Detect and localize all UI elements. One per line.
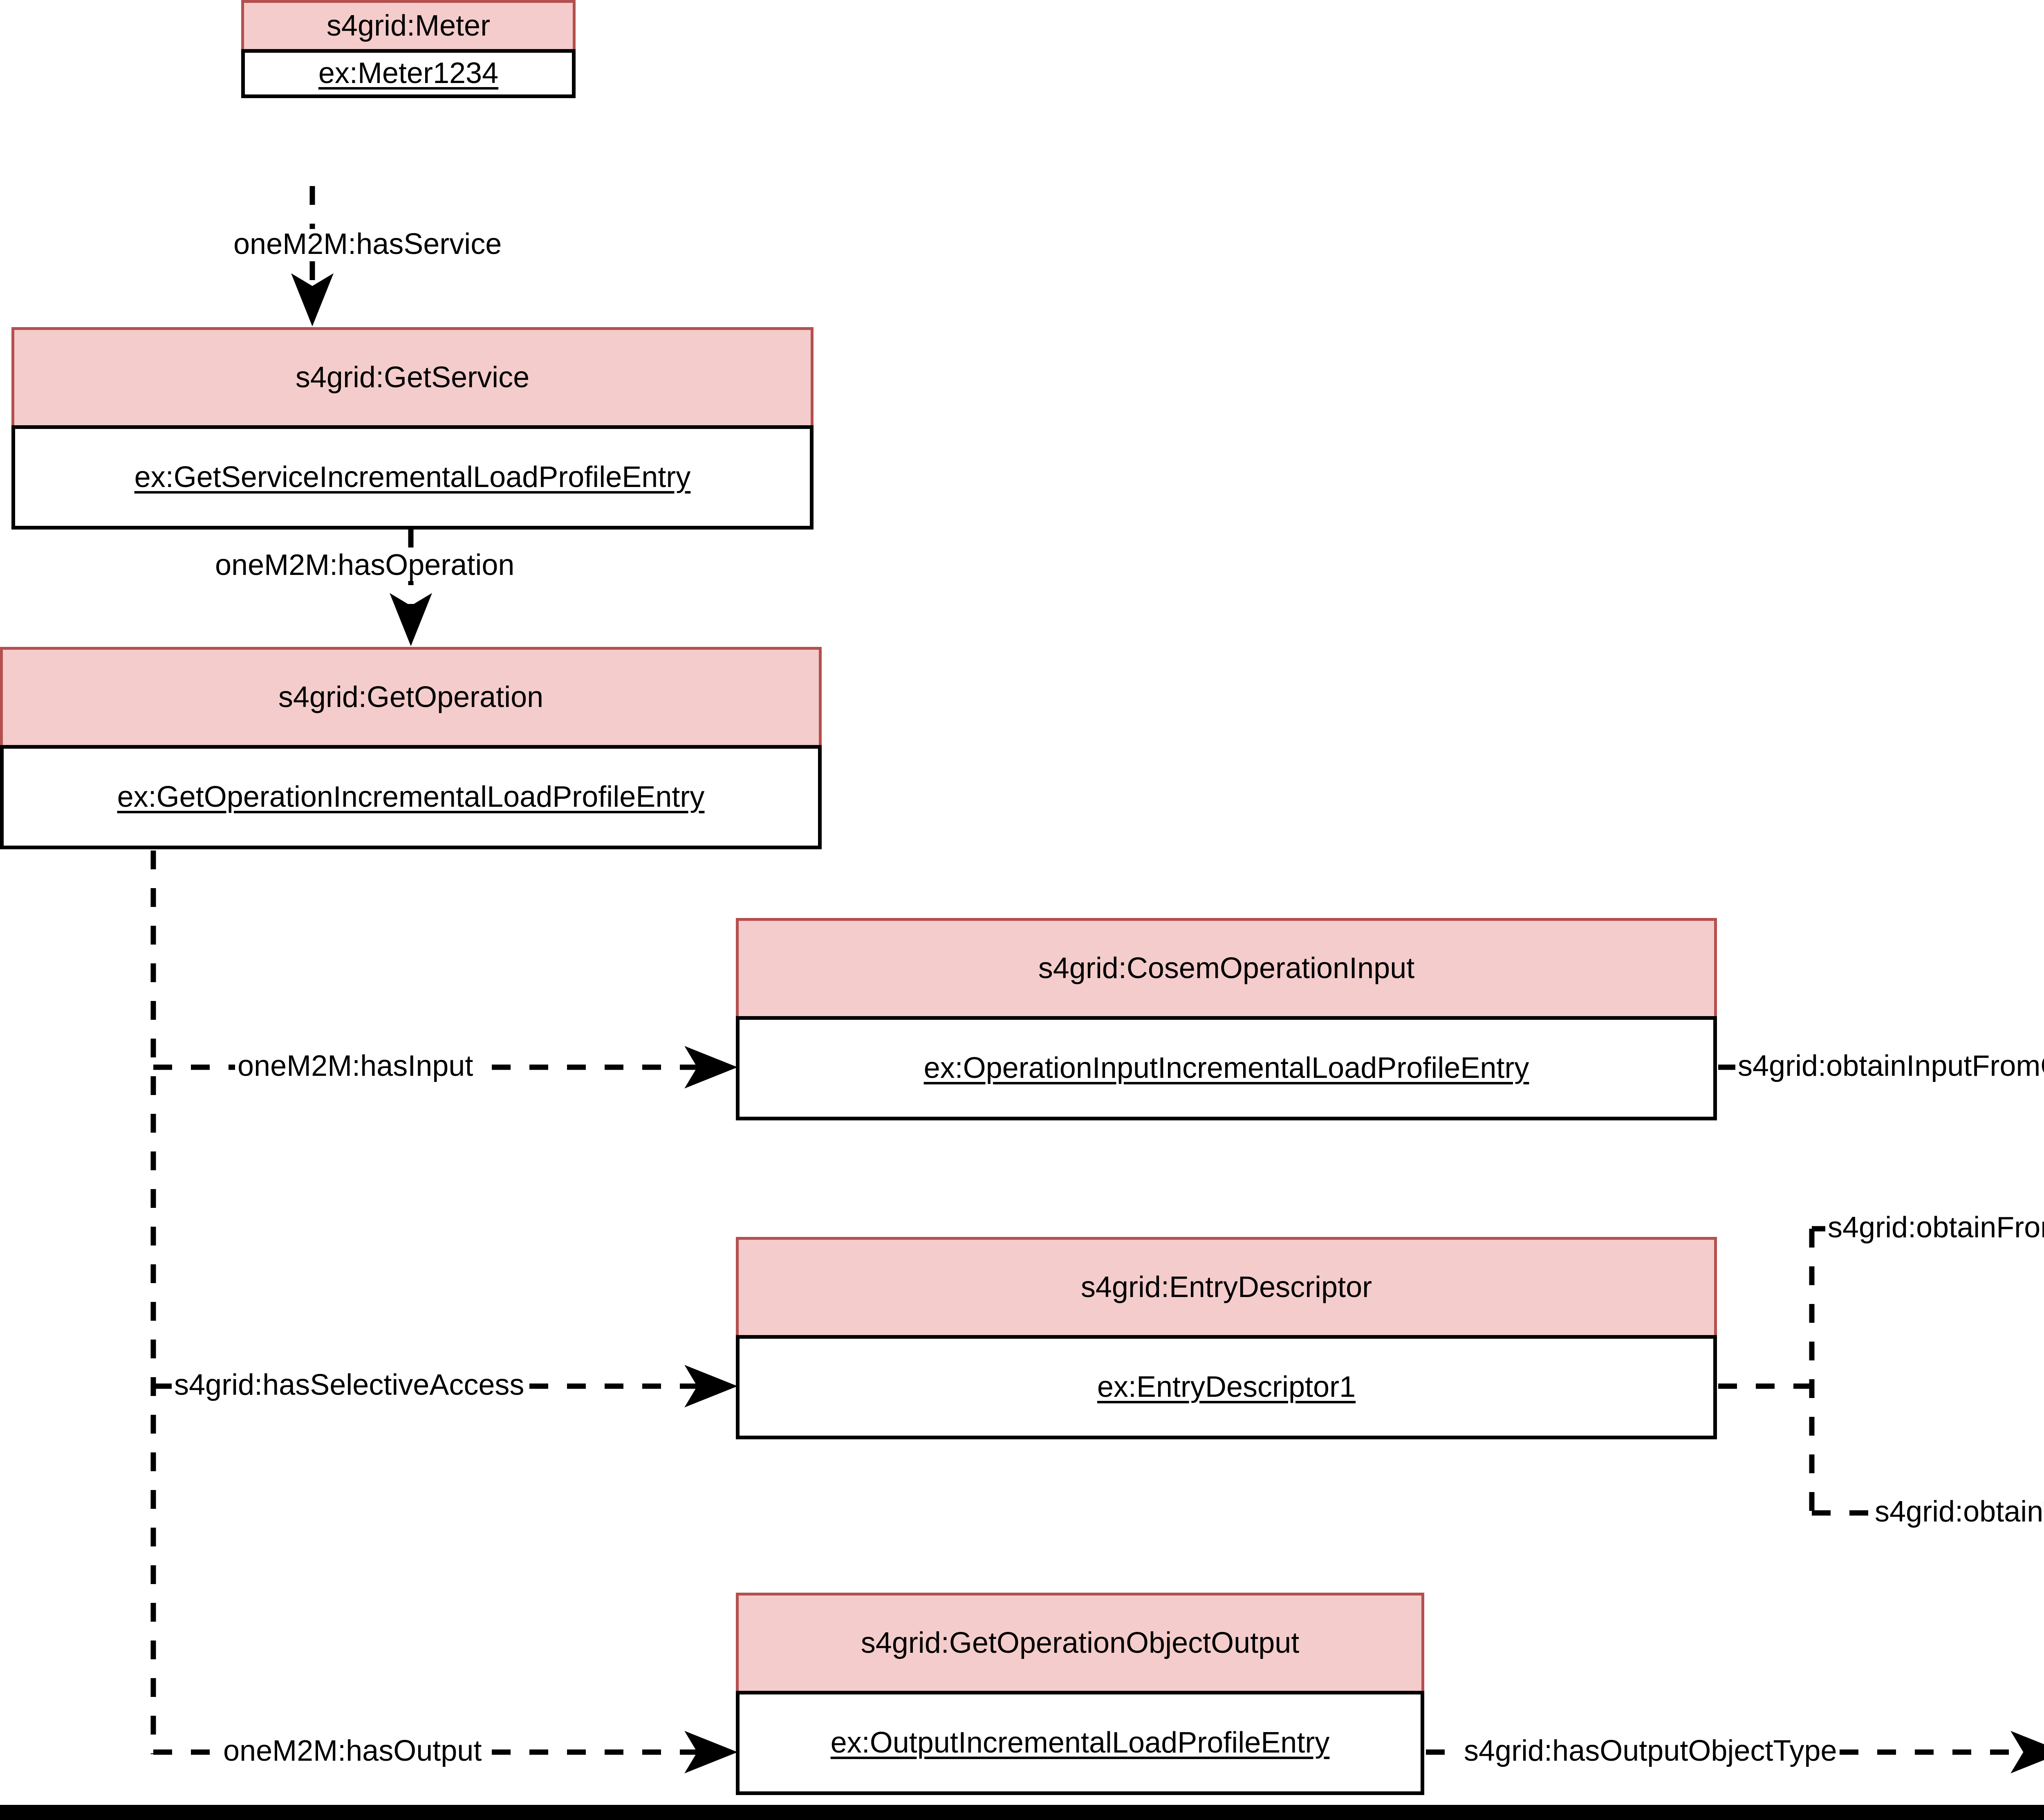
- bottom-rule: [0, 1805, 2044, 1820]
- node-cosem-operation-input[interactable]: s4grid:CosemOperationInput ex:OperationI…: [736, 918, 1717, 1120]
- node-meter-type: s4grid:Meter: [241, 0, 576, 49]
- node-get-operation-object-output-type: s4grid:GetOperationObjectOutput: [736, 1593, 1424, 1691]
- edge-label-has-operation-text: oneM2M:hasOperation: [215, 549, 515, 581]
- edge-label-has-output-text: oneM2M:hasOutput: [223, 1735, 482, 1767]
- edge-label-has-output-object-type: s4grid:hasOutputObjectType: [1461, 1735, 1840, 1767]
- node-get-operation-object-output-instance-label: ex:OutputIncrementalLoadProfileEntry: [830, 1726, 1330, 1759]
- edge-label-has-service: oneM2M:hasService: [231, 229, 504, 260]
- node-get-operation-type-label: s4grid:GetOperation: [278, 680, 544, 714]
- node-get-operation-object-output[interactable]: s4grid:GetOperationObjectOutput ex:Outpu…: [736, 1593, 1424, 1795]
- edge-label-obtain-to-entry-text: s4grid:obtainToEntry: [1875, 1495, 2044, 1528]
- edge-label-has-selective-access: s4grid:hasSelectiveAccess: [172, 1369, 527, 1401]
- node-meter-instance-label: ex:Meter1234: [318, 57, 499, 90]
- node-entry-descriptor-body: ex:EntryDescriptor1: [736, 1335, 1717, 1439]
- node-get-operation-object-output-body: ex:OutputIncrementalLoadProfileEntry: [736, 1691, 1424, 1795]
- edge-label-has-output-object-type-text: s4grid:hasOutputObjectType: [1464, 1735, 1837, 1767]
- node-meter[interactable]: s4grid:Meter ex:Meter1234: [241, 0, 576, 98]
- edge-label-has-operation: oneM2M:hasOperation: [213, 550, 517, 581]
- node-entry-descriptor[interactable]: s4grid:EntryDescriptor ex:EntryDescripto…: [736, 1237, 1717, 1439]
- edge-label-has-selective-access-text: s4grid:hasSelectiveAccess: [174, 1369, 524, 1401]
- node-get-operation-type: s4grid:GetOperation: [0, 647, 822, 745]
- edge-label-obtain-from-entry: s4grid:obtainFromEntry: [1825, 1212, 2044, 1243]
- edge-label-obtain-to-entry: s4grid:obtainToEntry: [1872, 1495, 2044, 1528]
- node-get-operation[interactable]: s4grid:GetOperation ex:GetOperationIncre…: [0, 647, 822, 849]
- node-cosem-operation-input-instance-label: ex:OperationInputIncrementalLoadProfileE…: [923, 1051, 1529, 1084]
- node-cosem-operation-input-type: s4grid:CosemOperationInput: [736, 918, 1717, 1016]
- edge-label-obtain-input-from-obis: s4grid:obtainInputFromObis: [1735, 1050, 2044, 1082]
- node-get-service-type: s4grid:GetService: [11, 327, 814, 425]
- node-cosem-operation-input-body: ex:OperationInputIncrementalLoadProfileE…: [736, 1016, 1717, 1120]
- node-entry-descriptor-type: s4grid:EntryDescriptor: [736, 1237, 1717, 1335]
- edge-label-obtain-from-entry-text: s4grid:obtainFromEntry: [1828, 1211, 2044, 1244]
- node-get-service-type-label: s4grid:GetService: [295, 361, 530, 394]
- node-get-service[interactable]: s4grid:GetService ex:GetServiceIncrement…: [11, 327, 814, 530]
- node-entry-descriptor-instance-label: ex:EntryDescriptor1: [1097, 1370, 1356, 1403]
- edge-label-has-input: oneM2M:hasInput: [235, 1050, 476, 1082]
- edge-label-has-output: oneM2M:hasOutput: [221, 1735, 484, 1767]
- node-get-operation-instance-label: ex:GetOperationIncrementalLoadProfileEnt…: [117, 780, 705, 813]
- node-get-operation-body: ex:GetOperationIncrementalLoadProfileEnt…: [0, 745, 822, 849]
- node-get-service-body: ex:GetServiceIncrementalLoadProfileEntry: [11, 425, 814, 530]
- node-meter-body: ex:Meter1234: [241, 49, 576, 98]
- node-cosem-operation-input-type-label: s4grid:CosemOperationInput: [1038, 952, 1415, 985]
- edge-label-has-input-text: oneM2M:hasInput: [238, 1050, 473, 1082]
- node-get-service-instance-label: ex:GetServiceIncrementalLoadProfileEntry: [134, 460, 691, 494]
- node-entry-descriptor-type-label: s4grid:EntryDescriptor: [1080, 1270, 1372, 1304]
- node-get-operation-object-output-type-label: s4grid:GetOperationObjectOutput: [861, 1626, 1300, 1659]
- edge-label-has-service-text: oneM2M:hasService: [233, 228, 502, 260]
- node-meter-type-label: s4grid:Meter: [326, 9, 491, 42]
- edge-label-obtain-input-from-obis-text: s4grid:obtainInputFromObis: [1738, 1050, 2044, 1082]
